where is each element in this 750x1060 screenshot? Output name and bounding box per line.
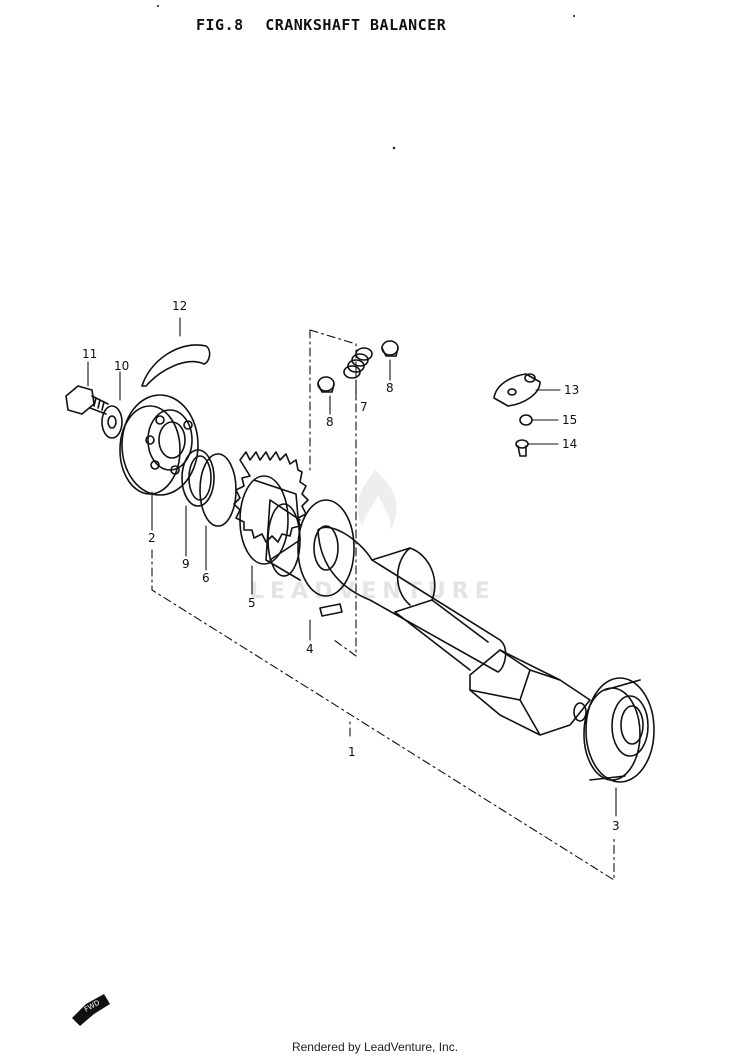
callouts: 1 2 3 4 5 6 7 8 8 9 10 11 12 13 14 15 xyxy=(82,299,620,833)
cover-plate xyxy=(493,373,541,407)
pin-right xyxy=(381,340,399,357)
figure-number: FIG.8 xyxy=(196,16,244,34)
callout-3: 3 xyxy=(612,819,620,833)
callout-15: 15 xyxy=(562,413,577,427)
callout-11: 11 xyxy=(82,347,97,361)
callout-13: 13 xyxy=(564,383,579,397)
leader-lines xyxy=(87,317,617,817)
callout-1: 1 xyxy=(348,745,356,759)
callout-9: 9 xyxy=(182,557,190,571)
callout-12: 12 xyxy=(172,299,187,313)
callout-10: 10 xyxy=(114,359,129,373)
spring xyxy=(343,347,373,379)
balancer-shaft xyxy=(265,499,591,736)
callout-7: 7 xyxy=(360,400,368,414)
callout-4: 4 xyxy=(306,642,314,656)
callout-2: 2 xyxy=(148,531,156,545)
pin-left xyxy=(317,376,335,393)
callout-8b: 8 xyxy=(386,381,394,395)
washer-plate xyxy=(199,453,237,527)
small-washer xyxy=(519,414,533,426)
figure-name: CRANKSHAFT BALANCER xyxy=(265,16,447,34)
callout-14: 14 xyxy=(562,437,577,451)
scan-specks xyxy=(157,5,575,150)
circlip xyxy=(141,344,211,387)
bearing-right xyxy=(583,677,655,783)
callout-8a: 8 xyxy=(326,415,334,429)
callout-5: 5 xyxy=(248,596,256,610)
balancer-gear xyxy=(233,451,309,565)
figure-title: FIG.8 CRANKSHAFT BALANCER xyxy=(196,16,446,34)
callout-6: 6 xyxy=(202,571,210,585)
bearing-left xyxy=(119,394,199,496)
forward-arrow-icon: FWD xyxy=(72,994,110,1026)
bolt xyxy=(65,385,109,415)
screw xyxy=(515,439,529,457)
assembly-lines xyxy=(151,329,615,881)
washer xyxy=(101,405,123,439)
render-credit: Rendered by LeadVenture, Inc. xyxy=(291,1040,459,1054)
watermark-text: LEADVENTURE xyxy=(250,579,496,604)
